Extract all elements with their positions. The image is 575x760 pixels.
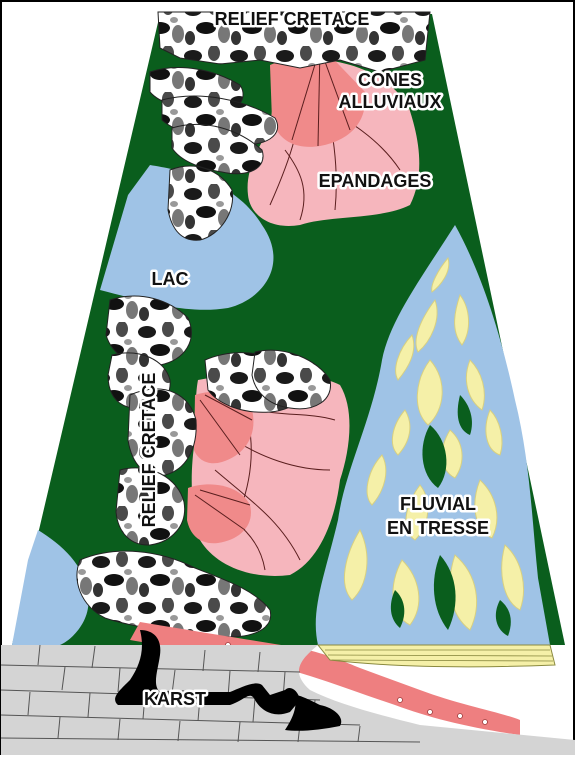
label-epandages: EPANDAGES	[319, 171, 432, 191]
label-karst: KARST	[144, 689, 206, 709]
label-relief-vertical: RELIEF CRETACE	[139, 373, 159, 528]
label-cones-line2: ALLUVIAUX	[339, 92, 442, 112]
label-fluvial-line1: FLUVIAL	[400, 494, 476, 514]
label-fluvial-line2: EN TRESSE	[387, 518, 489, 538]
label-lac: LAC	[152, 269, 189, 289]
label-cones-line1: CONES	[358, 70, 422, 90]
label-relief-top: RELIEF CRETACE	[215, 9, 370, 29]
